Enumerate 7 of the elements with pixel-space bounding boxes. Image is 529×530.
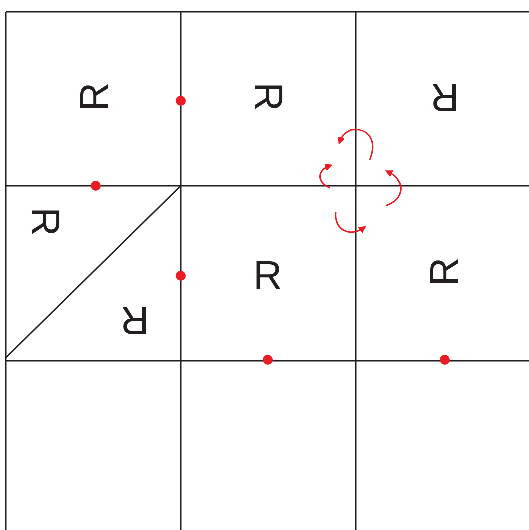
letter-label: R — [25, 208, 65, 236]
letter-label: R — [75, 82, 115, 112]
letter-label: R — [248, 82, 288, 112]
letter-label: R — [120, 300, 150, 340]
letter-label: R — [254, 256, 282, 296]
letter-label: R — [425, 258, 465, 286]
letter-label: R — [430, 77, 460, 117]
